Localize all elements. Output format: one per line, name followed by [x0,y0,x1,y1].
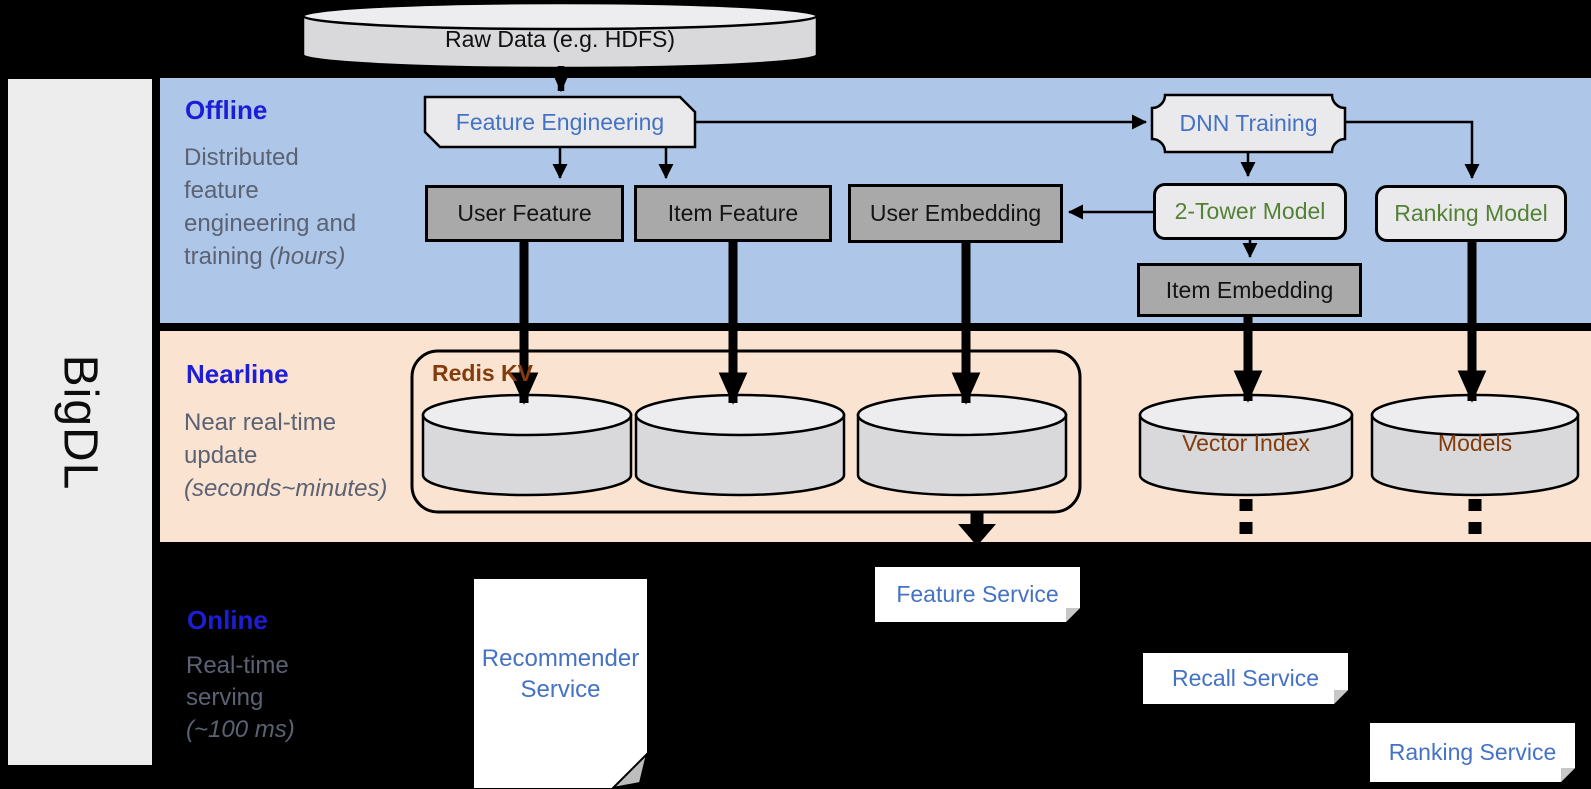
desc-line: Distributed [184,144,299,171]
desc-line: feature [184,177,259,204]
desc-line: Near real-time [184,409,337,436]
feature-service-node: Feature Service [875,567,1080,622]
feature-engineering-node: Feature Engineering [455,108,665,135]
desc-line: (~100 ms) [186,716,295,743]
bigdl-sidebar: BigDL [8,79,152,765]
nearline-section-title: Nearline [186,359,289,389]
feature-service-label: Feature Service [896,581,1059,607]
nearline-section-desc: Near real-time update (seconds~minutes) [184,406,414,505]
desc-line: training (hours) [184,243,346,270]
recall-service-node: Recall Service [1143,653,1348,704]
online-section-desc: Real-time serving (~100 ms) [186,650,406,746]
raw-data-label: Raw Data (e.g. HDFS) [444,26,676,52]
desc-line: engineering and [184,210,357,237]
user-feature-node: User Feature [425,185,624,242]
redis-kv-label: Redis KV [432,360,533,386]
offline-section-desc: Distributed feature engineering and trai… [184,141,394,273]
recommender-service-label: Recommender Service [481,645,640,704]
models-label: Models [1437,430,1513,456]
bigdl-logo-text: BigDL [53,354,107,490]
desc-line: (seconds~minutes) [184,475,388,502]
recall-service-label: Recall Service [1172,665,1319,691]
desc-line: Real-time [186,652,289,679]
desc-line: serving [186,684,264,711]
ranking-model-node: Ranking Model [1375,185,1567,242]
desc-line: update [184,442,258,469]
offline-section-title: Offline [185,95,268,125]
item-feature-node: Item Feature [634,185,832,242]
ranking-service-label: Ranking Service [1388,739,1557,765]
page-fold-icon [1561,768,1575,782]
ranking-service-node: Ranking Service [1370,723,1575,782]
dnn-training-node: DNN Training [1179,110,1318,136]
page-fold-icon [1334,690,1348,704]
page-fold-icon [1066,608,1080,622]
online-section-title: Online [187,605,268,635]
item-embedding-node: Item Embedding [1137,263,1362,317]
user-embedding-node: User Embedding [848,184,1063,243]
vector-index-label: Vector Index [1182,430,1310,456]
two-tower-model-node: 2-Tower Model [1153,183,1347,240]
